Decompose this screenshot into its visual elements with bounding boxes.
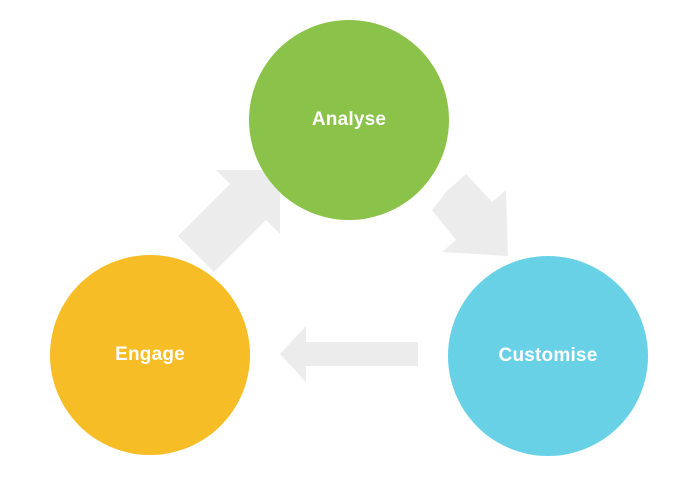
customise-node: Customise	[448, 256, 648, 456]
arrow-customise-to-engage	[280, 326, 418, 382]
analyse-node: Analyse	[249, 20, 449, 220]
engage-node: Engage	[50, 255, 250, 455]
arrow-engage-to-analyse	[178, 170, 280, 272]
arrow-analyse-to-customise	[432, 174, 508, 256]
engage-label: Engage	[115, 344, 185, 365]
customise-label: Customise	[498, 345, 598, 366]
analyse-label: Analyse	[311, 109, 387, 130]
